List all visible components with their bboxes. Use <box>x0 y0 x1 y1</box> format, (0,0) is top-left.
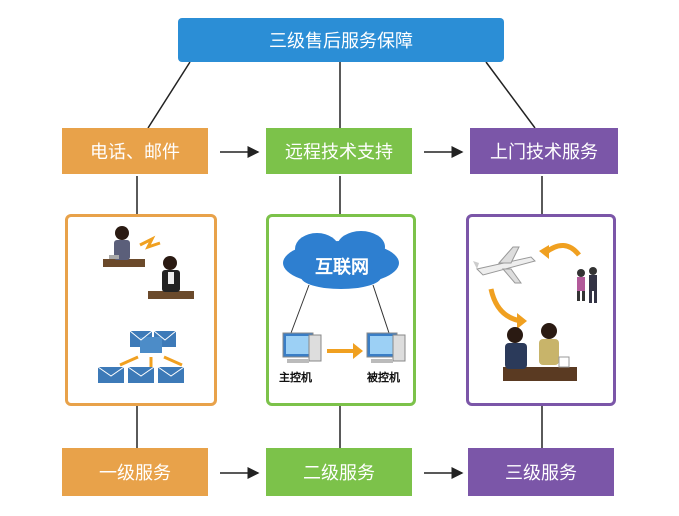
phone-email-label: 电话、邮件 <box>90 142 180 163</box>
remote-support-panel: 互联网 主控机 被控机 <box>266 214 416 406</box>
level3-box: 三级服务 <box>468 448 614 496</box>
email-envelopes-icon <box>97 330 185 383</box>
remote-support-box: 远程技术支持 <box>266 128 412 174</box>
client-label: 被控机 <box>367 371 400 384</box>
host-label: 主控机 <box>279 371 312 384</box>
airplane-icon <box>473 246 536 284</box>
host-computer-icon <box>282 332 322 363</box>
travel-arrow-bottom <box>488 288 522 324</box>
phone-email-illustration <box>97 226 194 383</box>
onsite-service-illustration <box>473 243 597 381</box>
phone-person-icon-2 <box>148 256 194 299</box>
client-computer-icon <box>366 332 406 363</box>
phone-email-box: 电话、邮件 <box>62 128 208 174</box>
remote-support-illustration <box>282 231 406 363</box>
meeting-icon <box>503 323 577 381</box>
level3-label: 三级服务 <box>505 463 577 484</box>
travel-arrow-top <box>543 243 581 257</box>
onsite-service-label: 上门技术服务 <box>490 142 598 163</box>
travelers-icon <box>577 267 597 303</box>
level2-box: 二级服务 <box>266 448 412 496</box>
transfer-arrow-icon <box>327 343 363 359</box>
phone-email-panel <box>65 214 217 406</box>
onsite-service-panel <box>466 214 616 406</box>
signal-icon <box>139 235 161 250</box>
line-top-right <box>485 61 536 129</box>
remote-support-label: 远程技术支持 <box>285 142 393 163</box>
internet-cloud-icon <box>283 231 399 289</box>
level1-box: 一级服务 <box>62 448 208 496</box>
top-title: 三级售后服务保障 <box>269 31 413 52</box>
onsite-service-box: 上门技术服务 <box>470 128 618 174</box>
line-top-left <box>147 61 191 129</box>
internet-label: 互联网 <box>315 257 369 278</box>
top-title-box: 三级售后服务保障 <box>178 18 504 62</box>
phone-person-icon <box>103 226 145 267</box>
level2-label: 二级服务 <box>303 463 375 484</box>
level1-label: 一级服务 <box>99 463 171 484</box>
